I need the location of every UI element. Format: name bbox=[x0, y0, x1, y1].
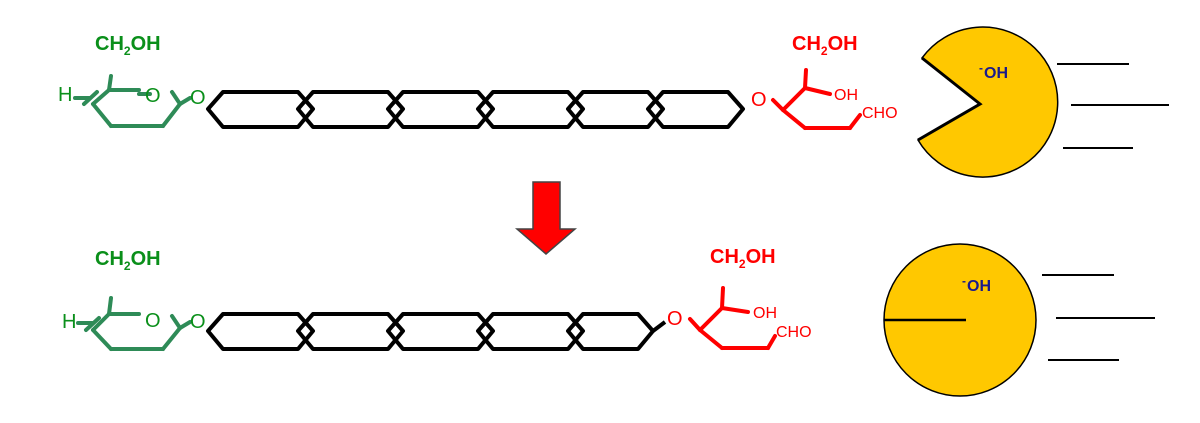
glycosidic-oxygen-label: O bbox=[190, 311, 206, 333]
chain-ring bbox=[476, 90, 585, 129]
bottom-reducing-end: O CH2OH OH CHO bbox=[651, 246, 812, 350]
top-pacman: -OH bbox=[916, 26, 1169, 178]
chain-ring bbox=[386, 312, 495, 351]
ring-oxygen-label: O bbox=[145, 310, 161, 332]
ch2oh-label-oh: OH bbox=[131, 33, 161, 55]
glucose-chain bbox=[206, 312, 655, 351]
ch2oh-label-sub: 2 bbox=[124, 259, 131, 273]
hydroxyl-label: OH bbox=[834, 87, 858, 104]
svg-text:CH2OH: CH2OH bbox=[792, 33, 858, 58]
ring-oxygen-label: O bbox=[145, 85, 161, 107]
chain-ring bbox=[386, 90, 495, 129]
ch2oh-label-oh: OH bbox=[131, 248, 161, 270]
ch2oh-label-ch: CH bbox=[95, 33, 124, 55]
bottom-pacman: -OH bbox=[883, 243, 1155, 397]
glycosidic-oxygen-label: O bbox=[190, 87, 206, 109]
chain-ring bbox=[646, 90, 745, 129]
ch2oh-label-ch: CH bbox=[710, 246, 739, 268]
ch2oh-label-ch: CH bbox=[792, 33, 821, 55]
ch2oh-label-sub: 2 bbox=[739, 257, 746, 271]
ch2oh-label-ch: CH bbox=[95, 248, 124, 270]
glycosidic-oxygen-label: O bbox=[667, 308, 683, 330]
hydroxide-ion-label: OH bbox=[984, 65, 1008, 82]
svg-text:-OH: -OH bbox=[979, 61, 1008, 82]
ch2oh-label-oh: OH bbox=[746, 246, 776, 268]
chain-ring bbox=[296, 312, 405, 351]
h-label: H bbox=[62, 311, 76, 333]
aldehyde-label: CHO bbox=[862, 105, 898, 122]
glucose-chain bbox=[206, 90, 745, 129]
chain-ring bbox=[206, 312, 315, 351]
charge-sign: - bbox=[979, 61, 983, 75]
hydroxyl-label: OH bbox=[753, 305, 777, 322]
ch2oh-label-oh: OH bbox=[828, 33, 858, 55]
chain-ring bbox=[566, 90, 665, 129]
ch2oh-label-sub: 2 bbox=[821, 44, 828, 58]
chain-ring bbox=[296, 90, 405, 129]
reaction-arrow-down-icon bbox=[514, 181, 578, 255]
top-molecule: CH2OH H O O bbox=[58, 33, 898, 130]
svg-text:CH2OH: CH2OH bbox=[95, 248, 161, 273]
chain-ring bbox=[476, 312, 585, 351]
svg-text:CH2OH: CH2OH bbox=[710, 246, 776, 271]
aldehyde-label: CHO bbox=[776, 324, 812, 341]
top-reducing-end: O CH2OH OH CHO bbox=[751, 33, 898, 130]
bottom-molecule: CH2OH H O O bbox=[62, 246, 812, 351]
motion-lines bbox=[1042, 274, 1155, 361]
top-nonreducing-glucose: CH2OH H O O bbox=[58, 33, 206, 128]
h-label: H bbox=[58, 84, 72, 106]
svg-text:CH2OH: CH2OH bbox=[95, 33, 161, 58]
hydroxide-ion-label: OH bbox=[967, 278, 991, 295]
charge-sign: - bbox=[962, 274, 966, 288]
motion-lines bbox=[1057, 63, 1169, 149]
svg-text:-OH: -OH bbox=[962, 274, 991, 295]
pacman-open-mouth-icon bbox=[916, 26, 1059, 178]
bottom-nonreducing-glucose: CH2OH H O O bbox=[62, 248, 206, 351]
glycosidic-oxygen-label: O bbox=[751, 89, 767, 111]
ch2oh-label-sub: 2 bbox=[124, 44, 131, 58]
chain-ring bbox=[206, 90, 315, 129]
